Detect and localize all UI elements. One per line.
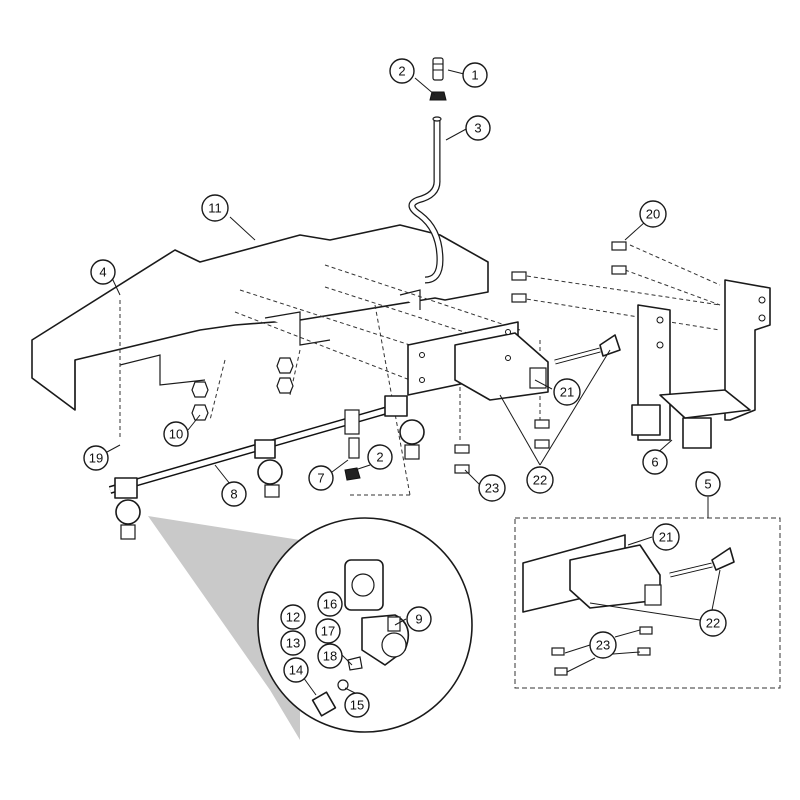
callout-20: 20 (639, 200, 667, 228)
svg-text:19: 19 (89, 451, 103, 466)
svg-text:16: 16 (323, 597, 337, 612)
hose-part (408, 116, 444, 284)
svg-text:6: 6 (651, 455, 658, 470)
svg-text:4: 4 (99, 265, 106, 280)
callout-21b: 21 (652, 523, 680, 551)
kit-box (514, 517, 781, 689)
svg-text:17: 17 (321, 624, 335, 639)
fitting-part (429, 57, 447, 101)
detail-cone (148, 516, 300, 740)
callout-6: 6 (642, 449, 668, 475)
callout-2b: 2 (367, 444, 393, 470)
svg-text:11: 11 (208, 201, 222, 216)
svg-text:23: 23 (596, 638, 610, 653)
hitch-pin-part (554, 334, 621, 365)
svg-text:14: 14 (289, 663, 303, 678)
callout-8: 8 (221, 481, 247, 507)
svg-text:2: 2 (376, 450, 383, 465)
callout-22a: 22 (526, 466, 554, 494)
callout-22b: 22 (699, 609, 727, 637)
callout-11: 11 (201, 194, 229, 222)
callout-19: 19 (83, 445, 109, 471)
callout-9: 9 (406, 606, 432, 632)
svg-text:3: 3 (474, 121, 481, 136)
callout-5: 5 (695, 471, 721, 497)
leader-lines (106, 69, 721, 696)
svg-text:13: 13 (286, 636, 300, 651)
svg-text:1: 1 (471, 68, 478, 83)
callout-2a: 2 (389, 58, 415, 84)
bolts-group (454, 241, 627, 474)
callout-12: 12 (280, 604, 306, 630)
callout-10: 10 (163, 421, 189, 447)
svg-text:22: 22 (706, 616, 720, 631)
callout-16: 16 (317, 591, 343, 617)
callout-7: 7 (308, 465, 334, 491)
svg-text:23: 23 (485, 481, 499, 496)
callout-3: 3 (465, 115, 491, 141)
shroud-part (31, 224, 489, 411)
svg-text:22: 22 (533, 473, 547, 488)
svg-text:18: 18 (323, 649, 337, 664)
svg-text:8: 8 (230, 487, 237, 502)
hitch-receiver-part (631, 279, 771, 449)
svg-text:21: 21 (659, 530, 673, 545)
svg-text:20: 20 (646, 207, 660, 222)
callout-1: 1 (462, 62, 488, 88)
svg-text:15: 15 (350, 698, 364, 713)
callout-13: 13 (280, 630, 306, 656)
nozzle-detail-parts (311, 559, 410, 717)
callout-15: 15 (344, 692, 370, 718)
svg-text:21: 21 (560, 385, 574, 400)
callout-17: 17 (315, 618, 341, 644)
svg-text:5: 5 (704, 477, 711, 492)
svg-text:2: 2 (398, 64, 405, 79)
svg-text:10: 10 (169, 427, 183, 442)
svg-text:9: 9 (415, 612, 422, 627)
callout-21a: 21 (553, 378, 581, 406)
callout-23b: 23 (589, 631, 617, 659)
spray-boom-part (108, 395, 425, 540)
callout-4: 4 (90, 259, 116, 285)
reducer-part (344, 437, 361, 481)
callout-18: 18 (317, 643, 343, 669)
nuts-group (191, 357, 294, 421)
mount-plate-part (407, 321, 549, 401)
svg-text:7: 7 (317, 471, 324, 486)
svg-text:12: 12 (286, 610, 300, 625)
kit-parts (522, 534, 735, 676)
callout-23a: 23 (478, 474, 506, 502)
callout-14: 14 (283, 657, 309, 683)
